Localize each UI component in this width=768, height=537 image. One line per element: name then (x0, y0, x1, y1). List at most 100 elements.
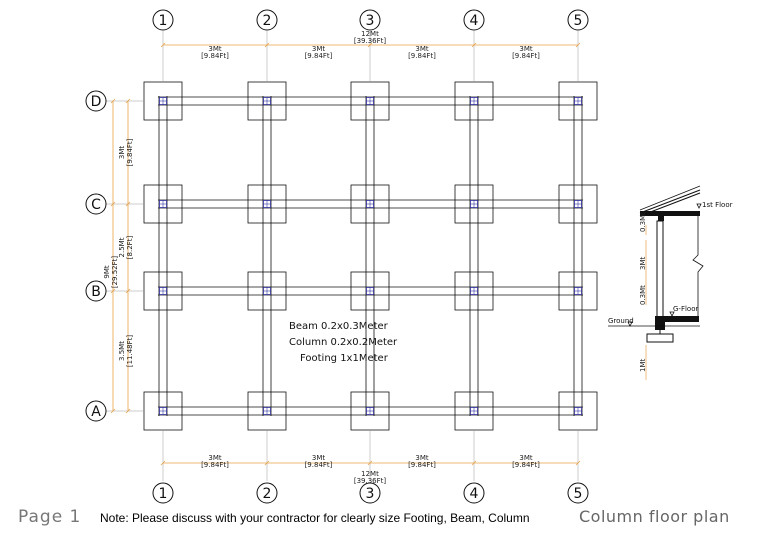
dim-left-span-2-line-2: [8.2Ft] (126, 236, 134, 260)
svg-text:3: 3 (366, 486, 375, 502)
grid-bubble-bottom-5: 5 (567, 482, 589, 504)
dim-left-span-3-line-2: [11.48Ft] (126, 335, 134, 368)
svg-text:5: 5 (574, 13, 583, 29)
column-A4 (470, 407, 478, 415)
column-D5 (574, 97, 582, 105)
grid-bubble-A: A (85, 400, 107, 422)
ground-label: Ground (608, 317, 634, 325)
dim-top-span-4-line-1: 3Mt (519, 45, 532, 53)
column-B4 (470, 287, 478, 295)
column-B3 (366, 287, 374, 295)
dim-left-span-2-line-1: 2.5Mt (118, 237, 126, 257)
footing-B3 (350, 271, 390, 311)
grid-bubble-top-4: 4 (463, 9, 485, 31)
beam-col-4 (469, 96, 479, 416)
beams-layer (158, 96, 583, 416)
footing-C2 (247, 184, 287, 224)
section-footing (646, 333, 674, 343)
svg-text:3: 3 (366, 13, 375, 29)
first-floor-slab (640, 211, 700, 216)
dim-bottom-span-2-line-1: 3Mt (312, 454, 325, 462)
dim-top-span-3-line-2: [9.84Ft] (408, 52, 436, 60)
dim-left-total-line-2: [29.52Ft] (111, 256, 119, 289)
dim-bottom-span-1-line-2: [9.84Ft] (201, 461, 229, 469)
svg-text:4: 4 (470, 13, 479, 29)
svg-text:C: C (91, 197, 101, 213)
dimension-bottom: 3Mt[9.84Ft]3Mt[9.84Ft]3Mt[9.84Ft]3Mt[9.8… (160, 454, 581, 485)
dim-left-span-1-line-2: [9.84Ft] (126, 138, 134, 166)
footing-B4 (454, 271, 494, 311)
roof-slope-line-3 (639, 185, 701, 211)
footings-layer (143, 81, 598, 431)
svg-text:2: 2 (263, 13, 272, 29)
grid-bubble-top-2: 2 (256, 9, 278, 31)
beam-row-A (158, 406, 583, 416)
svg-text:4: 4 (470, 486, 479, 502)
ground-floor-slab (657, 316, 699, 322)
dim-bottom-span-3-line-2: [9.84Ft] (408, 461, 436, 469)
column-B5 (574, 287, 582, 295)
column-D1 (159, 97, 167, 105)
column-C1 (159, 200, 167, 208)
svg-text:1: 1 (159, 13, 168, 29)
grid-bubble-B: B (85, 280, 107, 302)
footer-note: Note: Please discuss with your contracto… (100, 511, 530, 525)
dim-left-span-3-line-1: 3.5Mt (118, 341, 126, 361)
dim-top-total-line-1: 12Mt (361, 30, 379, 38)
dim-left-span-1-line-1: 3Mt (118, 146, 126, 159)
beam-col-5 (573, 96, 583, 416)
ground-level-icon (627, 321, 633, 327)
grid-bubble-top-5: 5 (567, 9, 589, 31)
column-C2 (263, 200, 271, 208)
dim-top-span-2-line-1: 3Mt (312, 45, 325, 53)
grid-bubble-bottom-4: 4 (463, 482, 485, 504)
grid-bubble-top-3: 3 (359, 9, 381, 31)
beam-col-3 (365, 96, 375, 416)
first-floor-label: 1st Floor (702, 201, 733, 209)
dim-bottom-span-2-line-2: [9.84Ft] (305, 461, 333, 469)
dimensions-layer: 12Mt[39.36Ft]3Mt[9.84Ft]3Mt[9.84Ft]3Mt[9… (103, 30, 581, 485)
drawing-title: Column floor plan (579, 507, 730, 526)
footing-B5 (558, 271, 598, 311)
column-B2 (263, 287, 271, 295)
dim-bottom-span-4-line-2: [9.84Ft] (512, 461, 540, 469)
grid-bubble-bottom-1: 1 (152, 482, 174, 504)
column-A3 (366, 407, 374, 415)
page-number: Page 1 (18, 507, 82, 527)
dim-top-span-2-line-2: [9.84Ft] (305, 52, 333, 60)
break-line (692, 216, 704, 316)
column-A2 (263, 407, 271, 415)
column-D4 (470, 97, 478, 105)
svg-text:A: A (91, 404, 101, 420)
column-D3 (366, 97, 374, 105)
beam-row-C (158, 199, 583, 209)
section-column (656, 220, 664, 318)
beam-row-B (158, 286, 583, 296)
column-C4 (470, 200, 478, 208)
beam-row-D (158, 96, 583, 106)
dim-bottom-span-4-line-1: 3Mt (519, 454, 532, 462)
dim-bottom-total-line-2: [39.36Ft] (354, 477, 387, 485)
legend-footing: Footing 1x1Meter (300, 353, 389, 364)
grid-bubble-bottom-2: 2 (256, 482, 278, 504)
grid-bubble-bottom-3: 3 (359, 482, 381, 504)
grid-bubble-C: C (85, 193, 107, 215)
svg-text:1: 1 (159, 486, 168, 502)
svg-text:D: D (91, 94, 102, 110)
columns-layer (159, 97, 582, 415)
svg-text:5: 5 (574, 486, 583, 502)
svg-text:2: 2 (263, 486, 272, 502)
column-A5 (574, 407, 582, 415)
first-floor-beam (658, 211, 664, 221)
dimension-top: 12Mt[39.36Ft]3Mt[9.84Ft]3Mt[9.84Ft]3Mt[9… (160, 30, 581, 60)
column-B1 (159, 287, 167, 295)
gridlines-layer (106, 31, 579, 481)
grid-bubble-top-1: 1 (152, 9, 174, 31)
legend: Beam 0.2x0.3Meter Column 0.2x0.2Meter Fo… (289, 321, 398, 364)
dim-top-span-4-line-2: [9.84Ft] (512, 52, 540, 60)
ground-floor-level-icon (669, 311, 675, 317)
ground-floor-label: G-Floor (673, 305, 698, 313)
dim-bottom-span-1-line-1: 3Mt (208, 454, 221, 462)
